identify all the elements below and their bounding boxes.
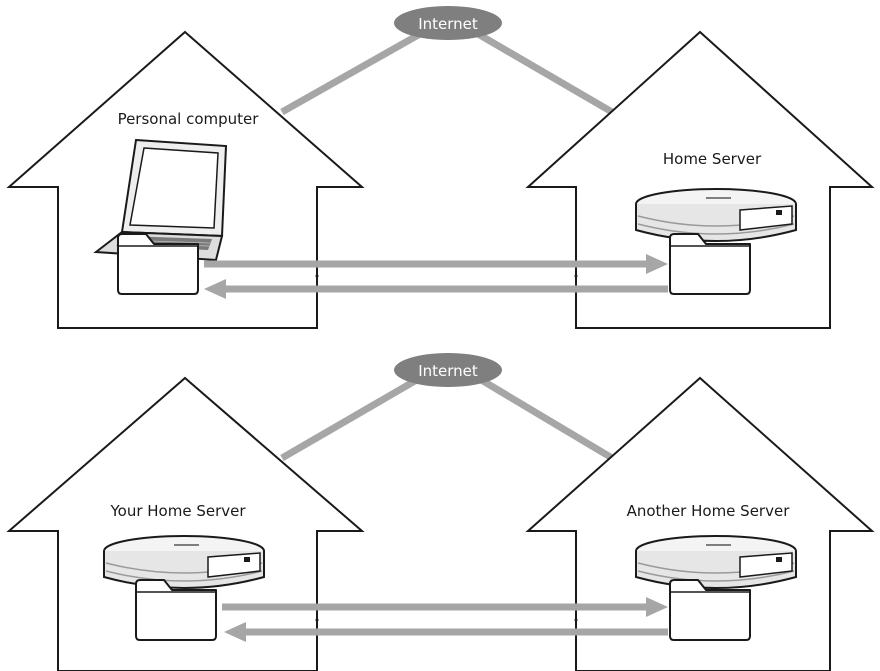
folder-icon [669,579,751,641]
another-home-server-label: Another Home Server [627,502,791,520]
arrowhead-left [204,279,226,299]
personal-computer-label: Personal computer [118,110,260,128]
house-right [525,376,875,671]
internet-link-left [280,374,422,462]
internet-link-right [476,374,614,462]
internet-label: Internet [418,15,478,33]
folder-icon [117,233,199,295]
arrowhead-right [646,254,668,274]
arrowhead-right [646,597,668,617]
home-server-label: Home Server [663,150,762,168]
internet-cloud: Internet [394,6,502,40]
internet-link-right [476,30,614,116]
house-left [6,376,365,671]
house-right [525,30,875,329]
arrowhead-left [224,622,246,642]
home-server-icon [635,535,797,589]
home-server-icon [635,188,797,242]
internet-cloud: Internet [394,353,502,387]
internet-label: Internet [418,362,478,380]
panel-top: Internet Personal computer Home Server [6,6,875,329]
home-server-icon [103,535,265,589]
internet-link-left [280,30,422,116]
your-home-server-label: Your Home Server [109,502,246,520]
folder-icon [669,233,751,295]
folder-icon [135,579,217,641]
panel-bottom: Internet Your Home Server Another Home S… [6,353,875,671]
